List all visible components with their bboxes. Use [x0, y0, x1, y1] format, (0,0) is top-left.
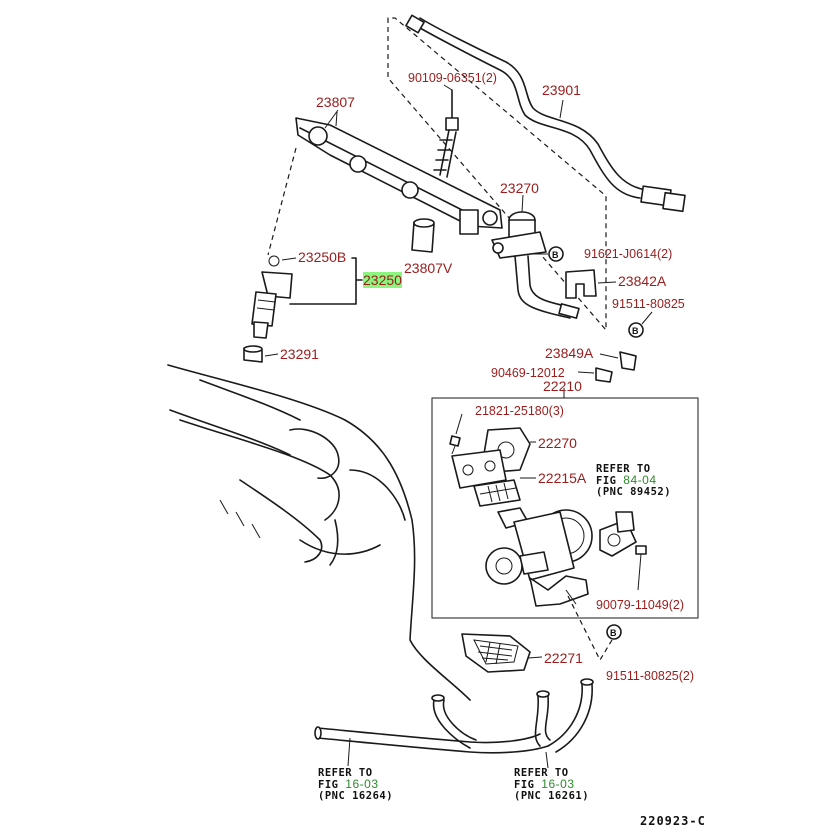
- refer-fig-line: FIG 84-04: [596, 473, 671, 487]
- refer-fig-link[interactable]: 16-03: [541, 777, 575, 791]
- label-90079[interactable]: 90079-11049(2): [596, 598, 685, 612]
- pressure-regulator-23270: [491, 194, 580, 319]
- refer-fig-prefix: FIG: [514, 779, 535, 791]
- throttle-position-sensor: [599, 511, 637, 557]
- refer-note-16-03-a: REFER TO FIG 16-03 (PNC 16264): [318, 768, 393, 802]
- diagram-code: 220923-C: [640, 814, 706, 828]
- label-23807v[interactable]: 23807V: [404, 260, 453, 276]
- callout-bracket-23250: [289, 257, 363, 305]
- bolt-91621: B: [530, 246, 564, 262]
- svg-text:B: B: [610, 628, 617, 638]
- svg-text:B: B: [552, 250, 559, 260]
- refer-fig-link[interactable]: 16-03: [345, 777, 379, 791]
- label-21821[interactable]: 21821-25180(3): [475, 404, 564, 418]
- gasket-22271: [461, 633, 543, 673]
- label-23270[interactable]: 23270: [500, 180, 539, 196]
- refer-pnc: (PNC 16264): [318, 790, 394, 802]
- spacer-23807v: [411, 218, 435, 253]
- refer-fig-prefix: FIG: [596, 475, 617, 487]
- refer-pnc: (PNC 89452): [596, 486, 672, 498]
- fuel-rail-23807: [295, 109, 503, 235]
- throttle-body-box-22210: [431, 397, 699, 619]
- label-22215a[interactable]: 22215A: [538, 470, 587, 486]
- idle-air-valve-22270: [451, 427, 531, 489]
- screw-21821: [449, 413, 463, 455]
- label-22210[interactable]: 22210: [543, 378, 582, 394]
- clamp-23842a: [565, 269, 617, 299]
- label-23807[interactable]: 23807: [316, 94, 355, 110]
- label-22270[interactable]: 22270: [538, 435, 577, 451]
- label-22271[interactable]: 22271: [544, 650, 583, 666]
- bracket-23849a: [599, 351, 637, 371]
- refer-fig-link[interactable]: 84-04: [623, 473, 657, 487]
- injector-leader-dashed: [267, 147, 297, 256]
- screw-90079: [635, 545, 647, 591]
- stud-bolt-90109: [433, 89, 459, 178]
- hose-group-outline: [387, 17, 607, 332]
- label-23291[interactable]: 23291: [280, 346, 319, 362]
- injector-23250: [251, 255, 293, 339]
- label-90469[interactable]: 90469-12012: [491, 366, 565, 380]
- label-91511-lower[interactable]: 91511-80825(2): [606, 669, 695, 683]
- refer-pnc: (PNC 16261): [514, 790, 590, 802]
- bolt-91511-lower: B: [567, 595, 622, 662]
- svg-text:B: B: [632, 326, 639, 336]
- clip-90469: [577, 367, 613, 383]
- label-23842a[interactable]: 23842A: [618, 273, 667, 289]
- refer-note-16-03-b: REFER TO FIG 16-03 (PNC 16261): [514, 768, 589, 802]
- refer-line: REFER TO: [596, 463, 651, 475]
- refer-fig-line: FIG 16-03: [514, 777, 589, 791]
- refer-fig-prefix: FIG: [318, 779, 339, 791]
- insulator-23291: [243, 345, 279, 363]
- leader-lines: [335, 84, 564, 479]
- label-23901[interactable]: 23901: [542, 82, 581, 98]
- label-23250[interactable]: 23250: [363, 272, 402, 288]
- label-90109[interactable]: 90109-06351(2): [408, 71, 497, 85]
- bolt-91511-upper: B: [628, 311, 653, 338]
- refer-line: REFER TO: [514, 767, 569, 779]
- gasket-22215a: [473, 479, 521, 507]
- label-23250b[interactable]: 23250B: [298, 249, 347, 265]
- refer-line: REFER TO: [318, 767, 373, 779]
- intake-manifold: [167, 364, 471, 701]
- label-91511-upper[interactable]: 91511-80825: [612, 297, 685, 311]
- label-91621[interactable]: 91621-J0614(2): [584, 247, 673, 261]
- water-hoses: [314, 678, 594, 769]
- throttle-body-assembly: [485, 507, 593, 607]
- refer-note-84-04: REFER TO FIG 84-04 (PNC 89452): [596, 464, 671, 498]
- refer-fig-line: FIG 16-03: [318, 777, 393, 791]
- label-23849a[interactable]: 23849A: [545, 345, 594, 361]
- fuel-hose-23901: [405, 14, 686, 213]
